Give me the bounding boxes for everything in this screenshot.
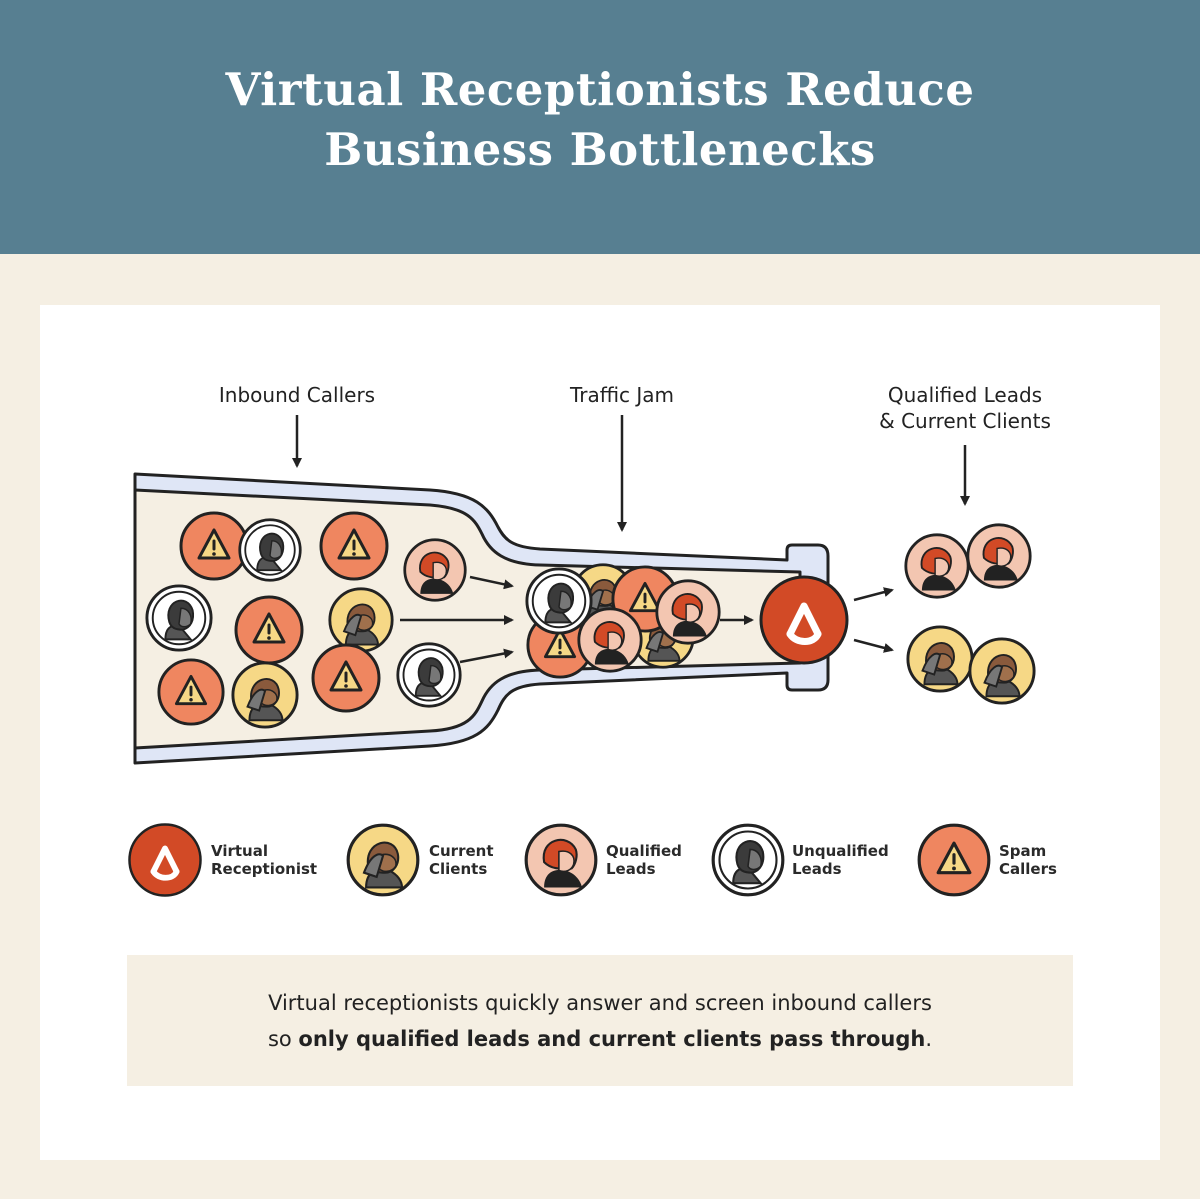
label-arrows: [292, 415, 970, 532]
qualified-label-line-1: Qualified Leads: [887, 383, 1043, 407]
current-client-icon: [906, 625, 974, 693]
caption-line-2: so only qualified leads and current clie…: [127, 1021, 1073, 1057]
legend-label-line: Spam: [999, 842, 1047, 860]
legend-unqualified-lead-icon: [711, 823, 785, 897]
legend-qualified-lead-icon: [524, 823, 598, 897]
spam-caller-icon: [311, 643, 381, 713]
legend-label-line: Qualified: [606, 842, 682, 860]
flow-arrows: [400, 575, 894, 664]
spam-caller-icon: [157, 658, 225, 726]
legend-label-line: Receptionist: [211, 860, 318, 878]
qualified-lead-icon: [966, 523, 1032, 589]
legend-label-line: Leads: [792, 860, 842, 878]
inbound-callers-label: Inbound Callers: [218, 383, 376, 407]
caption-emphasis: only qualified leads and current clients…: [298, 1027, 926, 1051]
current-client-icon: [968, 637, 1036, 705]
passed-callers: [904, 523, 1036, 705]
legend-label-line: Virtual: [211, 842, 268, 860]
qualified-label-line-2: & Current Clients: [879, 409, 1051, 433]
unqualified-lead-icon: [525, 567, 593, 635]
qualified-label: Qualified Leads & Current Clients: [850, 382, 1080, 434]
caption-suffix: .: [925, 1027, 933, 1051]
legend-current-client-icon: [346, 823, 420, 897]
unqualified-lead-icon: [145, 584, 213, 652]
virtual-receptionist-icon: [761, 577, 847, 663]
qualified-lead-icon: [904, 533, 970, 599]
legend-virtual-receptionist-text: Virtual Receptionist: [211, 842, 317, 878]
qualified-lead-icon: [577, 607, 643, 673]
caption-box: Virtual receptionists quickly answer and…: [127, 955, 1073, 1086]
legend-unqualified-leads-text: Unqualified Leads: [792, 842, 889, 878]
unqualified-lead-icon: [396, 642, 462, 708]
spam-caller-icon: [319, 511, 389, 581]
legend-label-line: Clients: [429, 860, 488, 878]
spam-caller-icon: [179, 511, 249, 581]
legend-label-line: Callers: [999, 860, 1057, 878]
header-banner: Virtual Receptionists Reduce Business Bo…: [0, 0, 1200, 254]
legend-label-line: Current: [429, 842, 494, 860]
legend-spam-caller-icon: [917, 823, 991, 897]
unqualified-lead-icon: [238, 518, 302, 582]
legend-spam-callers-text: Spam Callers: [999, 842, 1057, 878]
legend-virtual-receptionist-icon: [129, 824, 200, 895]
current-client-icon: [231, 661, 299, 729]
caption-text: Virtual receptionists quickly answer and…: [127, 985, 1073, 1057]
title-line-2: Business Bottlenecks: [324, 123, 876, 176]
traffic-jam-label: Traffic Jam: [569, 383, 675, 407]
caption-prefix: so: [267, 1027, 299, 1051]
title-line-1: Virtual Receptionists Reduce: [225, 63, 975, 116]
qualified-lead-icon: [403, 538, 467, 602]
legend-current-clients-text: Current Clients: [429, 842, 494, 878]
page-title: Virtual Receptionists Reduce Business Bo…: [0, 60, 1200, 180]
qualified-lead-icon: [655, 579, 721, 645]
current-client-icon: [328, 587, 394, 653]
legend-label-line: Unqualified: [792, 842, 889, 860]
caption-line-1: Virtual receptionists quickly answer and…: [268, 991, 932, 1015]
legend-label-line: Leads: [606, 860, 656, 878]
legend-qualified-leads-text: Qualified Leads: [606, 842, 682, 878]
spam-caller-icon: [234, 595, 304, 665]
